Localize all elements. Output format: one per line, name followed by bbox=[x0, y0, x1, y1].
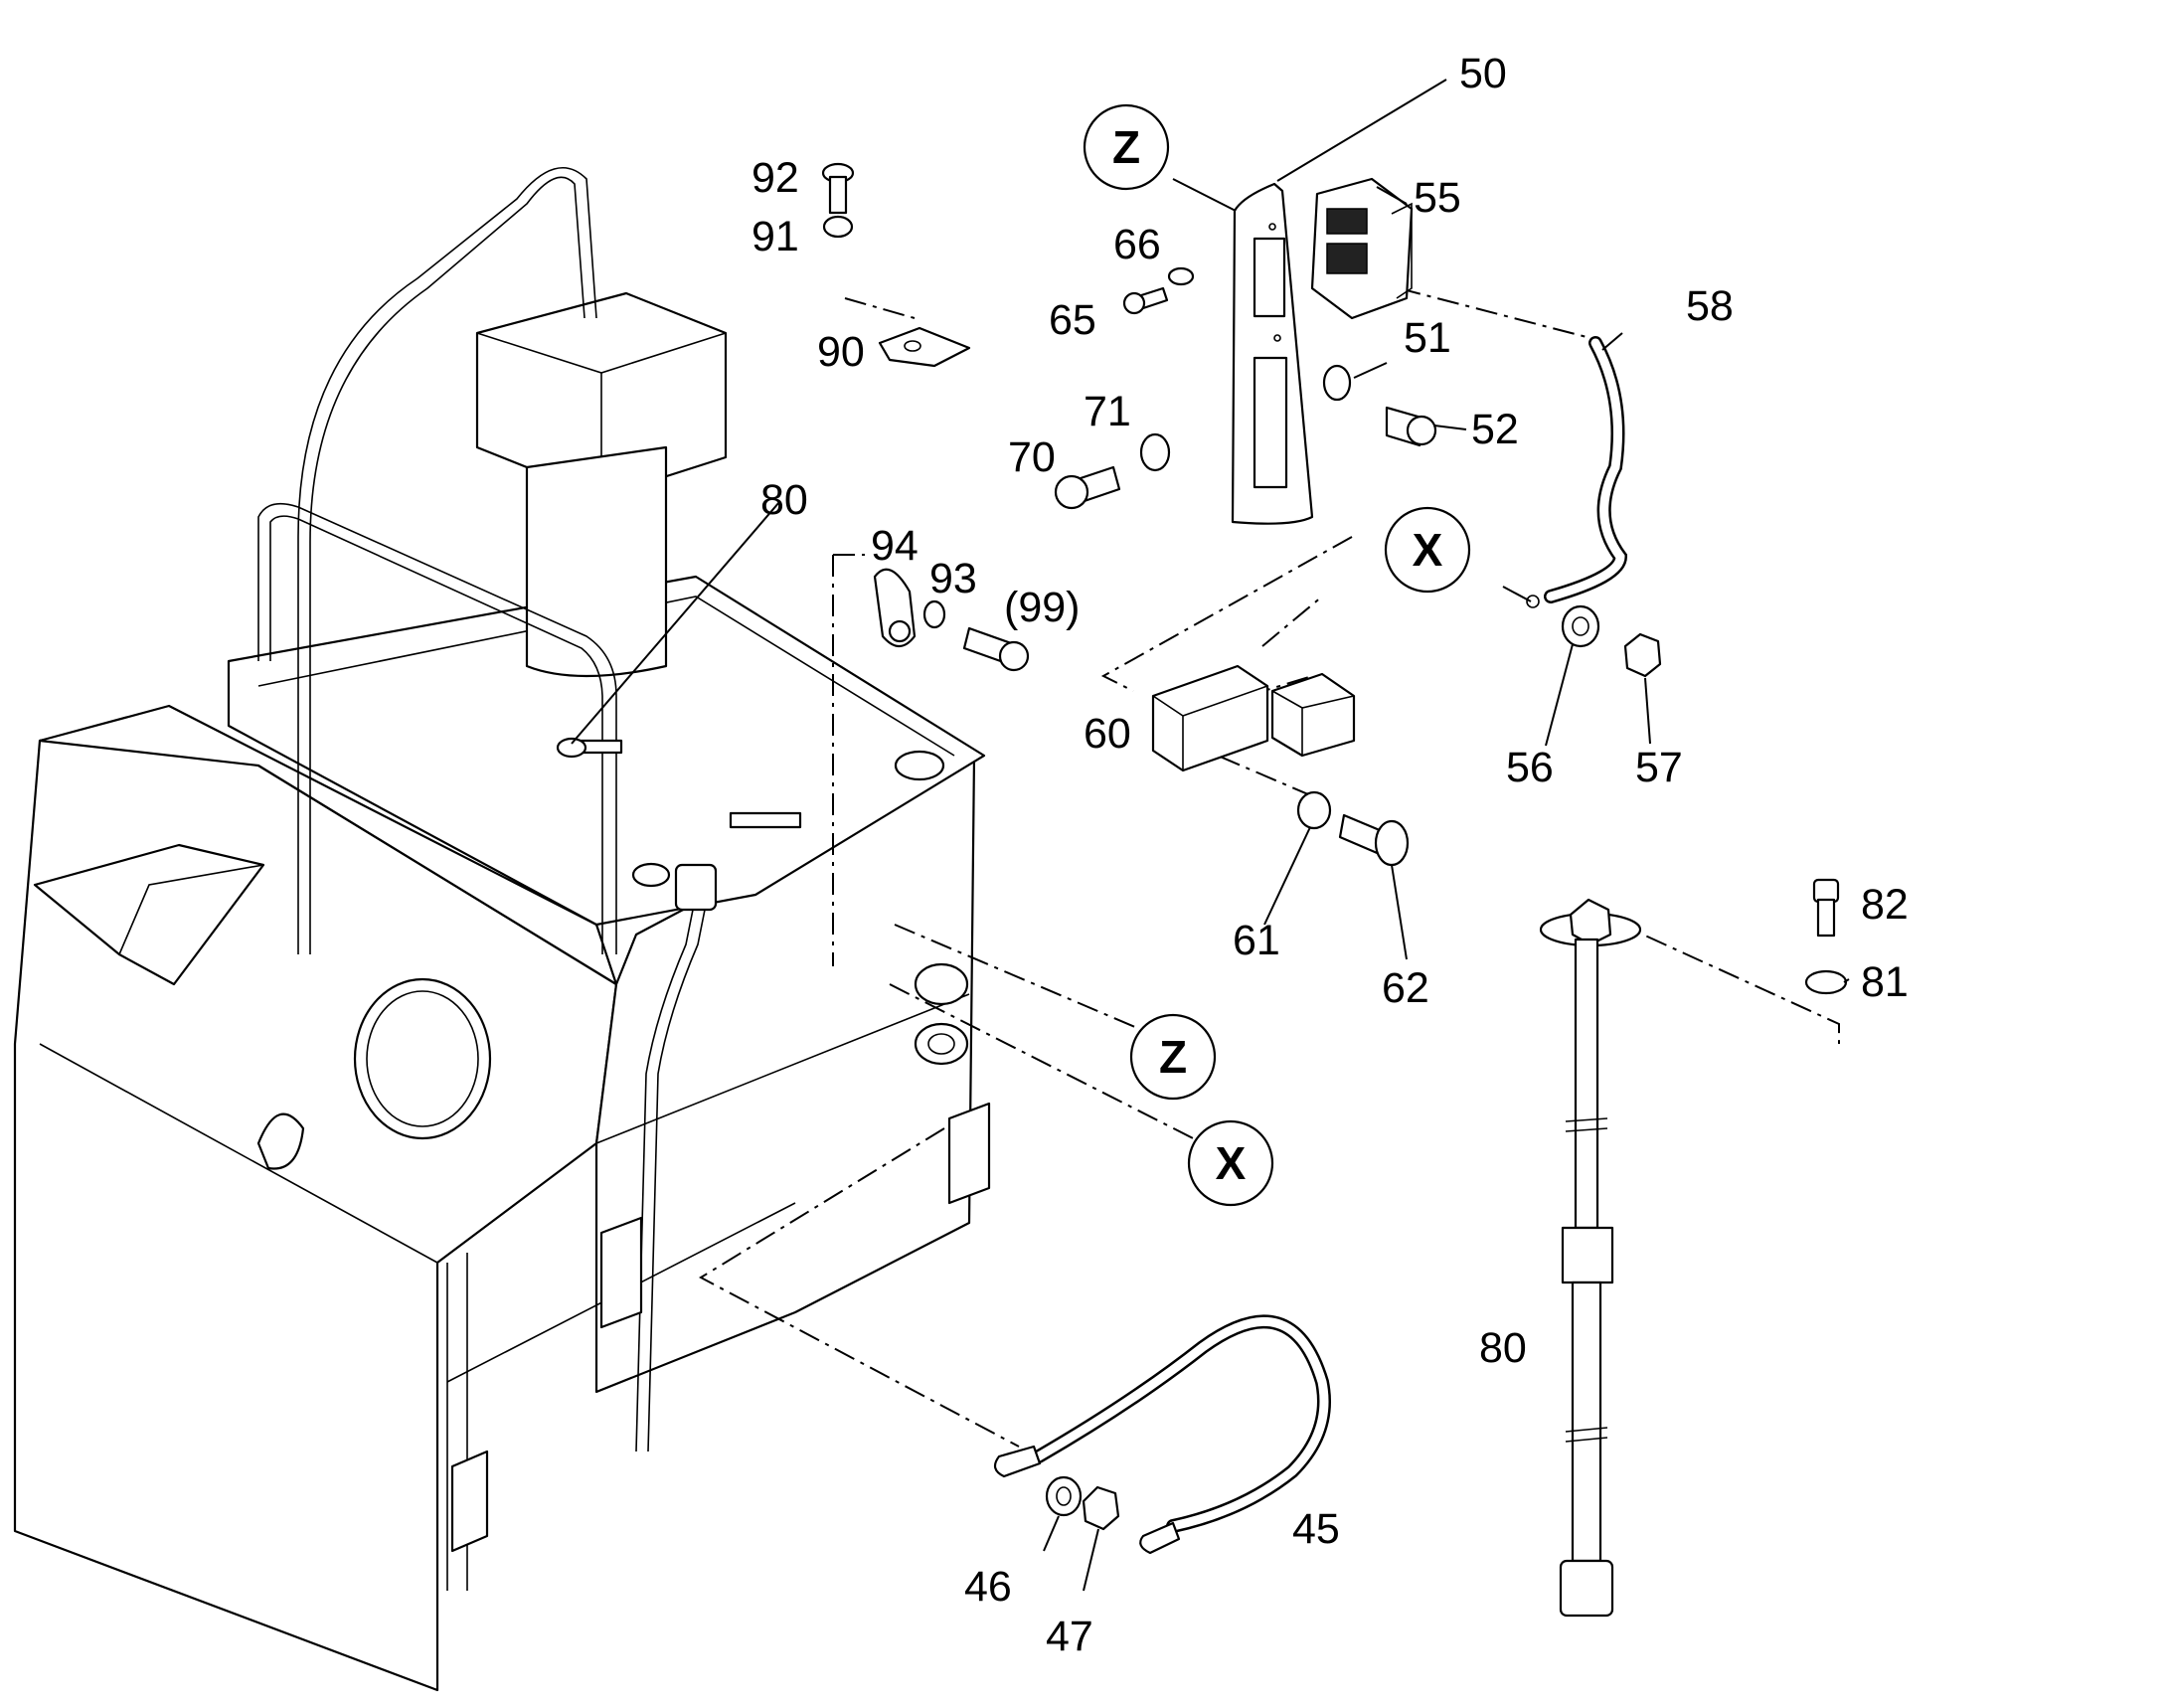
plate-50 bbox=[1231, 182, 1314, 525]
leader-lines bbox=[571, 79, 1850, 1592]
screw-81-82 bbox=[1804, 878, 1848, 995]
ref-circle-z-top: Z bbox=[1083, 103, 1170, 191]
clip-94 bbox=[873, 568, 1030, 672]
sender-80 bbox=[1539, 898, 1642, 1618]
callout-81: 81 bbox=[1861, 958, 1909, 1006]
callout-46: 46 bbox=[964, 1563, 1012, 1611]
callout-57: 57 bbox=[1635, 744, 1683, 791]
holder-60 bbox=[1151, 664, 1356, 772]
callout-93: 93 bbox=[929, 555, 977, 602]
svg-text:Z: Z bbox=[1112, 121, 1140, 173]
main-tank-assembly bbox=[13, 167, 991, 1692]
bracket-90 bbox=[821, 162, 971, 368]
callout-62: 62 bbox=[1382, 964, 1429, 1012]
callout-91: 91 bbox=[752, 213, 799, 260]
wire-58 bbox=[1526, 336, 1628, 608]
ref-circle-x-mid: X bbox=[1187, 1119, 1274, 1207]
callout-99: (99) bbox=[1004, 584, 1080, 631]
assembly-lines bbox=[698, 267, 1840, 1448]
callout-60: 60 bbox=[1084, 710, 1131, 758]
callout-50: 50 bbox=[1459, 50, 1507, 97]
callout-66: 66 bbox=[1113, 221, 1161, 268]
callout-51: 51 bbox=[1404, 314, 1451, 362]
callout-56: 56 bbox=[1506, 744, 1554, 791]
callout-70: 70 bbox=[1008, 433, 1056, 481]
callout-90: 90 bbox=[817, 328, 865, 376]
callout-80-top: 80 bbox=[760, 476, 808, 524]
callout-55: 55 bbox=[1414, 174, 1461, 222]
fasteners-plate bbox=[1054, 266, 1437, 510]
svg-text:X: X bbox=[1216, 1137, 1247, 1189]
ref-circle-z-mid: Z bbox=[1129, 1013, 1217, 1101]
reference-markers: Z X Z X bbox=[1083, 103, 1471, 1207]
callout-labels: 50 55 66 65 51 58 71 70 52 92 91 90 80 9… bbox=[752, 50, 1909, 1660]
callout-61: 61 bbox=[1233, 917, 1280, 964]
washer-bolt-61-62 bbox=[1296, 790, 1410, 867]
callout-80-sender: 80 bbox=[1479, 1324, 1527, 1372]
callout-94: 94 bbox=[871, 522, 919, 570]
callout-65: 65 bbox=[1049, 296, 1096, 344]
callout-52: 52 bbox=[1471, 406, 1519, 453]
ref-circle-x-right: X bbox=[1384, 506, 1471, 594]
callout-58: 58 bbox=[1686, 282, 1734, 330]
svg-text:X: X bbox=[1413, 524, 1443, 576]
svg-text:Z: Z bbox=[1159, 1031, 1187, 1083]
connector-55 bbox=[1310, 177, 1414, 320]
callout-71: 71 bbox=[1084, 388, 1131, 435]
callout-92: 92 bbox=[752, 154, 799, 202]
callout-45: 45 bbox=[1292, 1505, 1340, 1553]
callout-82: 82 bbox=[1861, 881, 1909, 929]
cable-45 bbox=[993, 1314, 1331, 1555]
callout-47: 47 bbox=[1046, 1613, 1093, 1660]
washer-nut-56-57 bbox=[1561, 604, 1662, 678]
